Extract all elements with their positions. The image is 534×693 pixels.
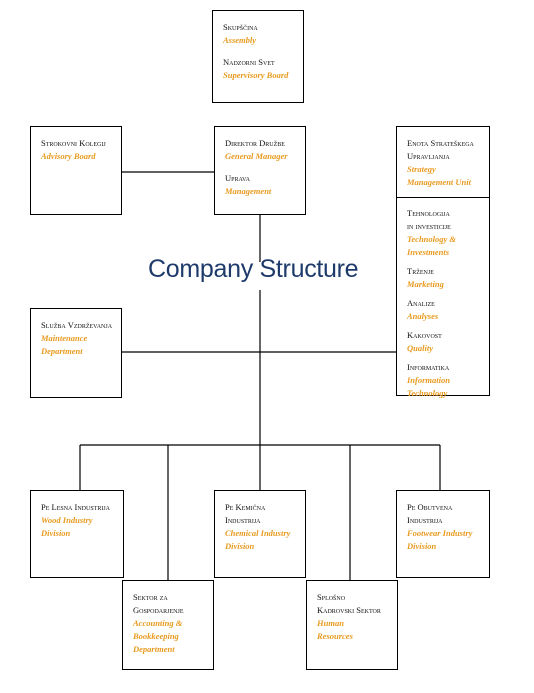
chemical-sl-2: Industrija: [225, 515, 261, 525]
it-en-2: Technology: [407, 388, 448, 398]
strategy-en-1: Strategy: [407, 164, 436, 174]
it-en-1: Information: [407, 375, 450, 385]
management-en: Management: [225, 186, 272, 196]
wood-sl: Pe Lesna Industrija: [41, 502, 111, 512]
analyses-sl: Analize: [407, 298, 435, 308]
chemical-sl-1: Pe Kemična: [225, 502, 266, 512]
management-group: Uprava Management: [225, 172, 299, 198]
accounting-sl-2: Gospodarjenje: [133, 605, 184, 615]
chart-title: Company Structure: [148, 255, 359, 283]
footwear-en-1: Footwear Industry: [407, 528, 473, 538]
analyses-en: Analyses: [407, 311, 439, 321]
assembly-box: Skupščina Assembly Nadzorni Svet Supervi…: [212, 10, 304, 103]
assembly-en: Assembly: [223, 35, 257, 45]
hr-sl-1: Splošno: [317, 592, 346, 602]
chemical-en-1: Chemical Industry: [225, 528, 291, 538]
strategy-en-2: Management Unit: [407, 177, 471, 187]
strategy-head: Enota Strateškega Upravljanja Strategy M…: [407, 137, 483, 189]
supervisory-group: Nadzorni Svet Supervisory Board: [223, 56, 297, 82]
supervisory-en: Supervisory Board: [223, 70, 289, 80]
quality-sl: Kakovost: [407, 330, 442, 340]
marketing-sl: Trženje: [407, 266, 434, 276]
director-en: General Manager: [225, 151, 288, 161]
director-box: Direktor Družbe General Manager Uprava M…: [214, 126, 306, 215]
accounting-box: Sektor za Gospodarjenje Accounting & Boo…: [122, 580, 214, 670]
marketing-en: Marketing: [407, 279, 444, 289]
technology-en-1: Technology &: [407, 234, 457, 244]
strategy-divider: [397, 197, 489, 198]
quality-group: Kakovost Quality: [407, 329, 483, 355]
accounting-en-3: Department: [133, 644, 175, 654]
footwear-en-2: Division: [407, 541, 437, 551]
assembly-group: Skupščina Assembly: [223, 21, 297, 47]
footwear-division-box: Pe Obutvena Industrija Footwear Industry…: [396, 490, 490, 578]
technology-group: Tehnologija in investicije Technology & …: [407, 207, 483, 259]
maintenance-box: Služba Vzdrževanja Maintenance Departmen…: [30, 308, 122, 398]
footwear-sl-2: Industrija: [407, 515, 443, 525]
strategy-sl-2: Upravljanja: [407, 151, 450, 161]
strategy-sl-1: Enota Strateškega: [407, 138, 474, 148]
assembly-sl: Skupščina: [223, 22, 258, 32]
it-group: Informatika Information Technology: [407, 361, 483, 400]
technology-sl-1: Tehnologija: [407, 208, 450, 218]
supervisory-sl: Nadzorni Svet: [223, 57, 275, 67]
management-sl: Uprava: [225, 173, 250, 183]
footwear-sl-1: Pe Obutvena: [407, 502, 453, 512]
director-group: Direktor Družbe General Manager: [225, 137, 299, 163]
accounting-en-2: Bookkeeping: [133, 631, 179, 641]
wood-en-2: Division: [41, 528, 71, 538]
technology-en-2: Investments: [407, 247, 450, 257]
wood-en-1: Wood Industry: [41, 515, 93, 525]
advisory-sl: Strokovni Kolegij: [41, 138, 106, 148]
hr-sl-2: Kadrovski Sektor: [317, 605, 381, 615]
chemical-en-2: Division: [225, 541, 255, 551]
it-sl: Informatika: [407, 362, 450, 372]
technology-sl-2: in investicije: [407, 221, 451, 231]
maintenance-en-2: Department: [41, 346, 83, 356]
advisory-en: Advisory Board: [41, 151, 96, 161]
accounting-sl-1: Sektor za: [133, 592, 168, 602]
hr-box: Splošno Kadrovski Sektor Human Resources: [306, 580, 398, 670]
chemical-division-box: Pe Kemična Industrija Chemical Industry …: [214, 490, 306, 578]
wood-division-box: Pe Lesna Industrija Wood Industry Divisi…: [30, 490, 124, 578]
marketing-group: Trženje Marketing: [407, 265, 483, 291]
maintenance-en-1: Maintenance: [41, 333, 88, 343]
advisory-box: Strokovni Kolegij Advisory Board: [30, 126, 122, 215]
director-sl: Direktor Družbe: [225, 138, 285, 148]
strategy-box: Enota Strateškega Upravljanja Strategy M…: [396, 126, 490, 398]
hr-en-1: Human: [317, 618, 344, 628]
hr-en-2: Resources: [317, 631, 353, 641]
maintenance-sl: Služba Vzdrževanja: [41, 320, 113, 330]
quality-en: Quality: [407, 343, 433, 353]
accounting-en-1: Accounting &: [133, 618, 183, 628]
analyses-group: Analize Analyses: [407, 297, 483, 323]
